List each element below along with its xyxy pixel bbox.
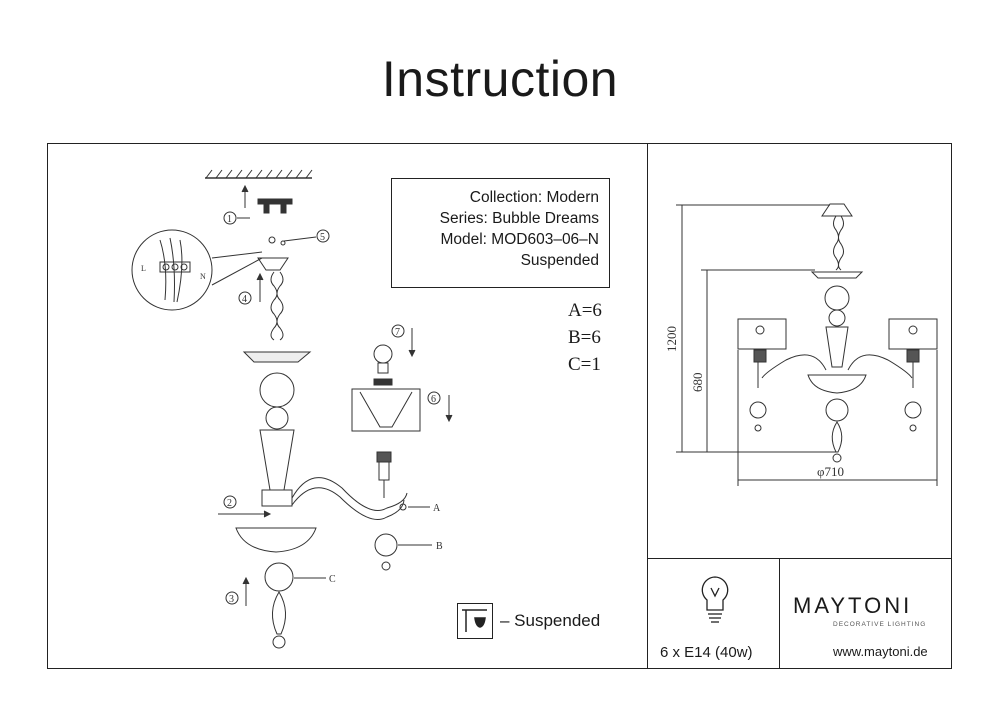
part-label-a: A xyxy=(433,503,441,514)
pendant-ball-c-icon xyxy=(264,562,294,592)
bowl-icon xyxy=(235,527,317,553)
part-label-b: B xyxy=(436,541,443,552)
website-link[interactable]: www.maytoni.de xyxy=(833,644,928,659)
lampshade-icon xyxy=(351,388,421,432)
step-1-label: 1 xyxy=(227,214,232,225)
step-7-label: 7 xyxy=(395,327,400,338)
brand-tagline: DECORATIVE LIGHTING xyxy=(833,621,927,628)
brand-logo: MAYTONI xyxy=(793,593,913,618)
part-label-c: C xyxy=(329,574,336,585)
hub-icon xyxy=(261,489,293,507)
step-4-label: 4 xyxy=(242,294,247,305)
dimension-total-height: 1200 xyxy=(664,326,679,352)
assembly-diagram: 1 L N 5 4 xyxy=(131,169,453,649)
lamp-spec: 6 x E14 (40w) xyxy=(660,644,753,661)
light-bulb-icon xyxy=(701,576,729,623)
collection-text: Collection: Modern xyxy=(469,189,599,206)
wire-label-n: N xyxy=(200,272,206,281)
divider-vertical xyxy=(647,143,648,669)
type-text: Suspended xyxy=(520,252,599,269)
step-5-label: 5 xyxy=(320,232,325,243)
suspended-label: – Suspended xyxy=(500,611,601,630)
step-2-label: 2 xyxy=(227,498,232,509)
ball-large-icon xyxy=(259,372,295,408)
arm-icon xyxy=(291,477,408,520)
top-plate-icon xyxy=(242,351,312,363)
count-a: A=6 xyxy=(568,300,602,321)
instruction-frame xyxy=(47,143,952,669)
count-c: C=1 xyxy=(568,354,601,375)
socket-icon xyxy=(376,451,392,498)
suspended-icon xyxy=(457,603,493,639)
dimension-diagram: 1200 680 φ710 xyxy=(664,203,938,486)
wiring-detail-icon xyxy=(131,229,263,311)
divider-footer xyxy=(779,558,780,669)
series-text: Series: Bubble Dreams xyxy=(439,210,599,227)
canopy-icon xyxy=(257,236,289,271)
pendant-ball-b-icon xyxy=(374,533,398,557)
part-counts: A=6 B=6 C=1 xyxy=(568,297,602,378)
count-b: B=6 xyxy=(568,327,601,348)
drop-icon xyxy=(272,591,286,635)
bulb-icon xyxy=(373,344,393,386)
dimension-body-height: 680 xyxy=(690,373,705,393)
product-info-box: Collection: Modern Series: Bubble Dreams… xyxy=(391,178,610,288)
step-6-label: 6 xyxy=(431,394,436,405)
ceiling-icon xyxy=(205,169,313,179)
mounting-bracket-icon xyxy=(257,198,293,214)
dimension-diameter: φ710 xyxy=(817,464,844,479)
page-title: Instruction xyxy=(381,51,619,107)
column-icon xyxy=(259,429,295,491)
divider-horizontal xyxy=(647,558,952,559)
ball-small-icon xyxy=(265,406,289,430)
wire-label-l: L xyxy=(141,264,146,273)
step-3-label: 3 xyxy=(229,594,234,605)
model-text: Model: MOD603–06–N xyxy=(440,231,599,248)
chain-icon xyxy=(270,271,284,341)
